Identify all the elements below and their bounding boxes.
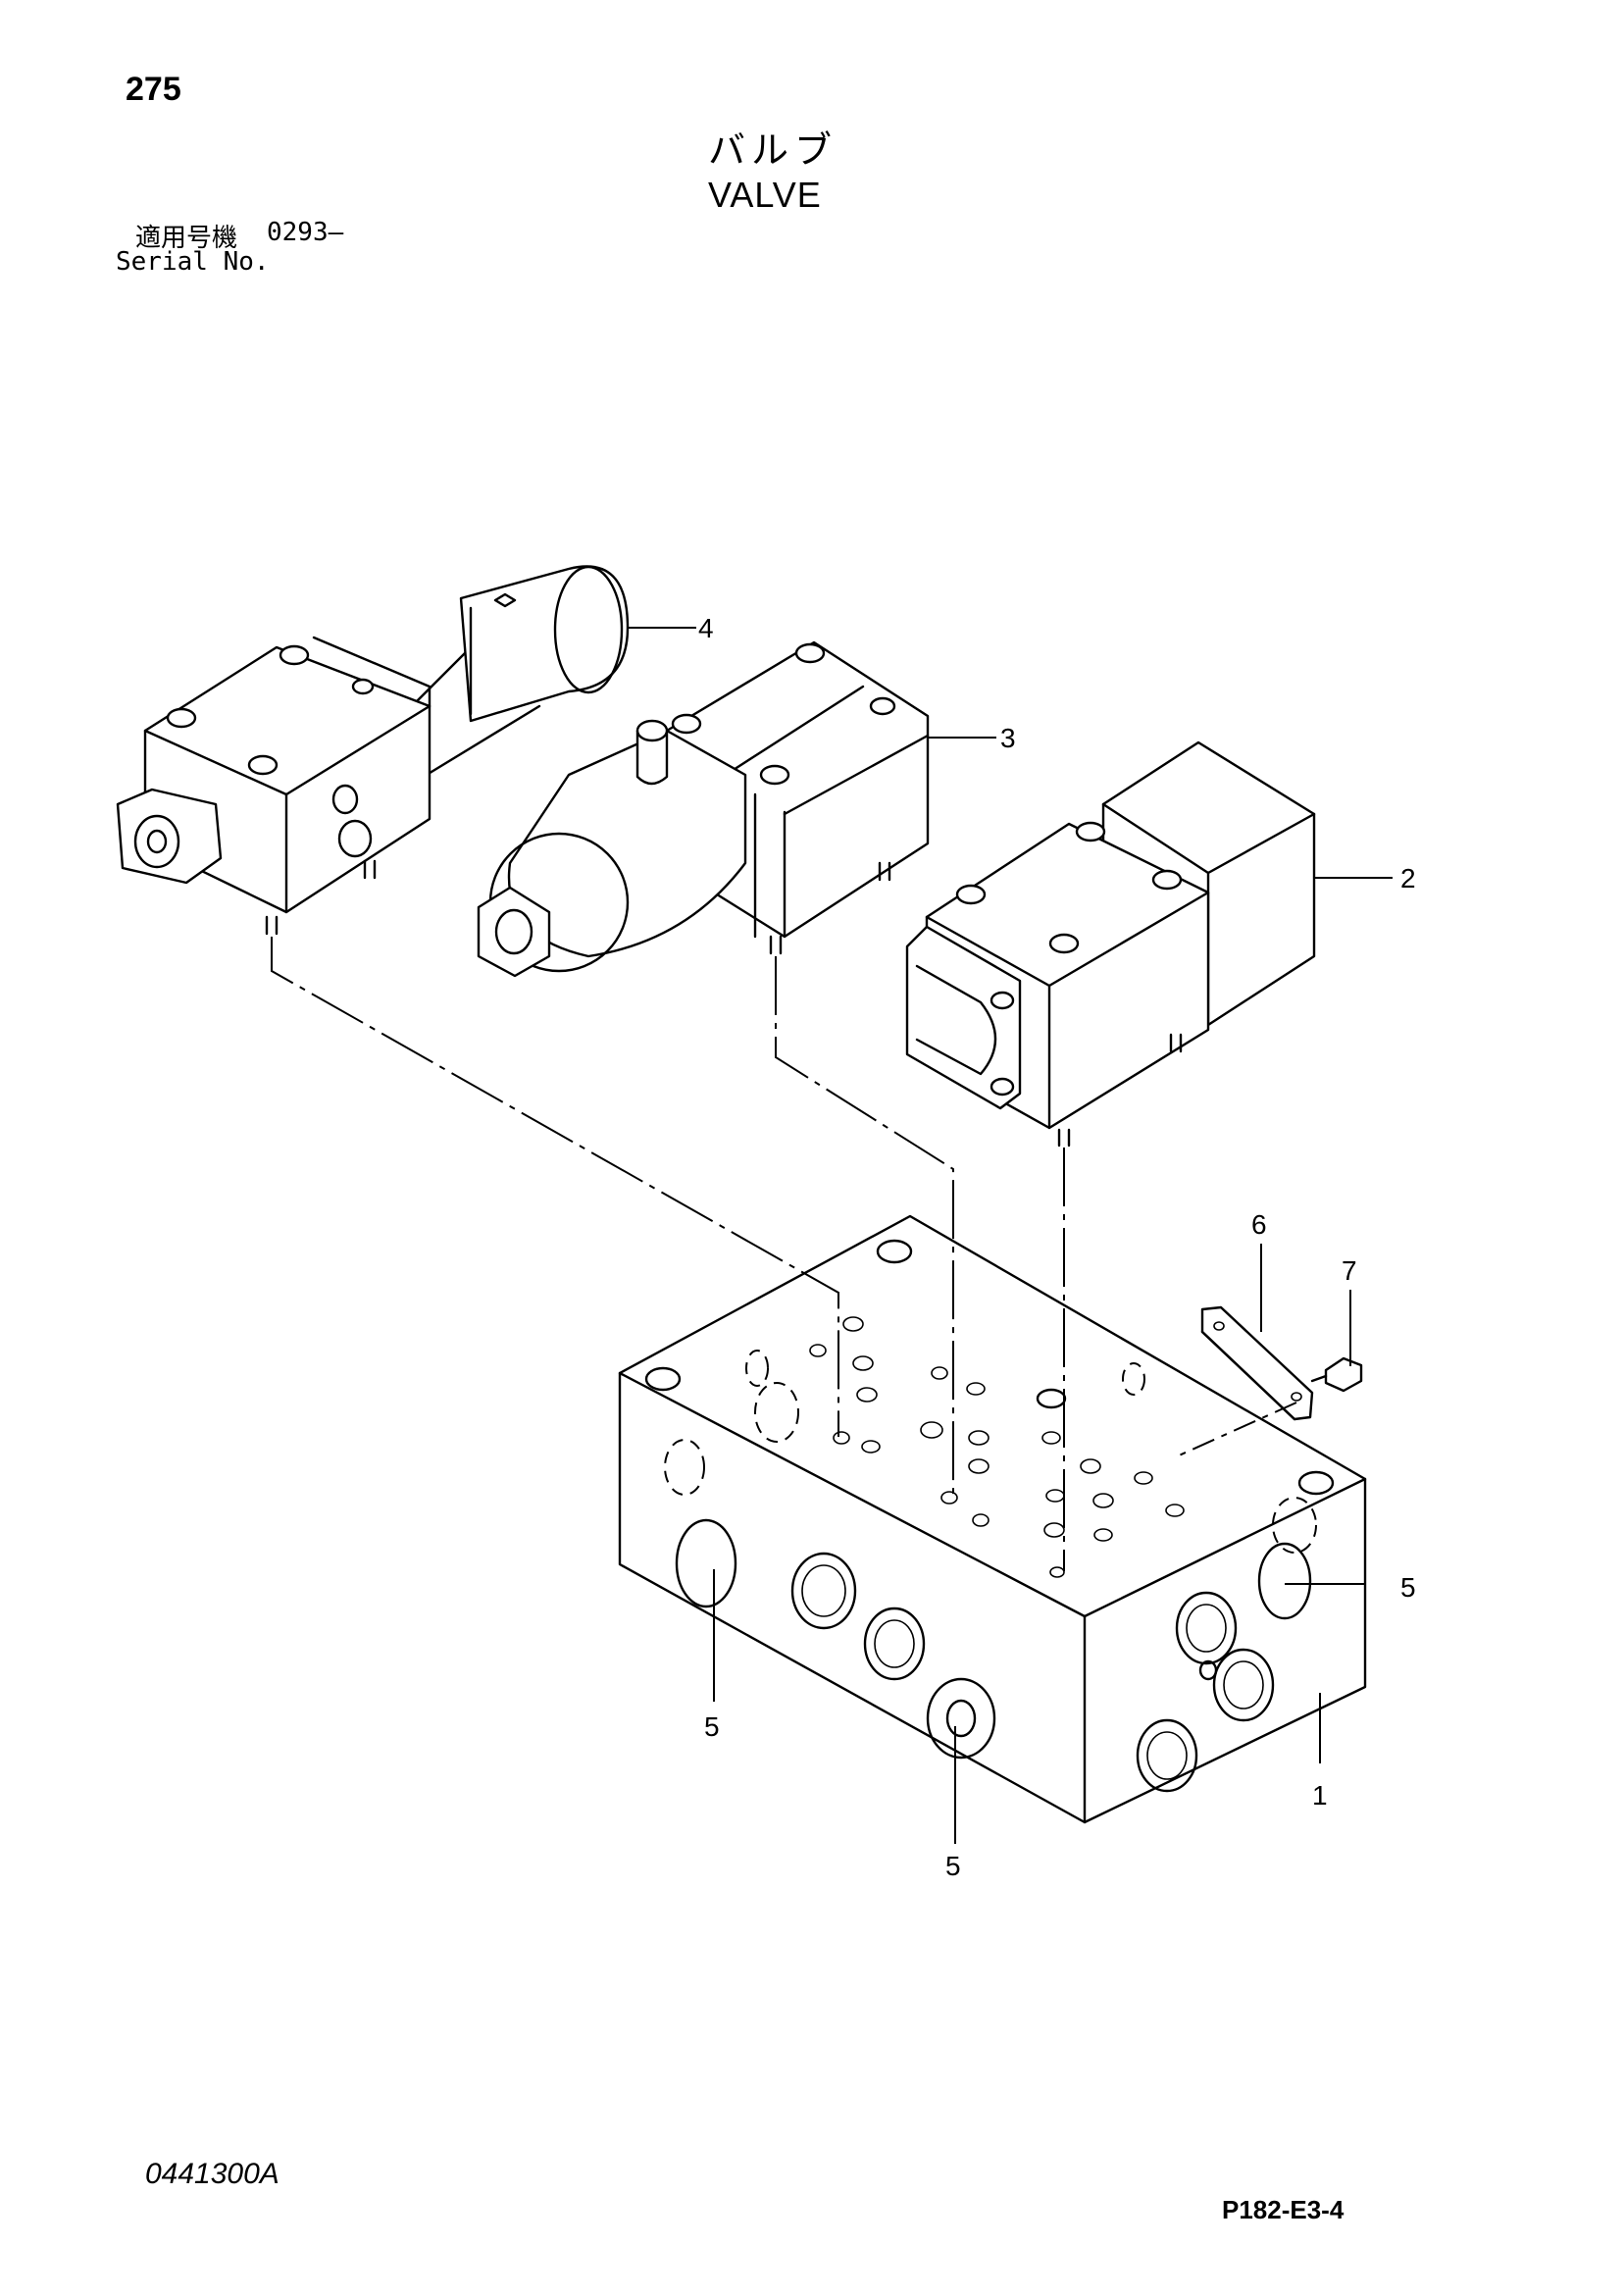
callout-2: 2 (1400, 863, 1416, 893)
valve-block-1 (618, 1214, 1367, 1824)
assembly-lines (271, 937, 1297, 1571)
serial-label: Serial No. (116, 247, 270, 277)
plate-6 (1200, 1305, 1314, 1421)
callout-5-right: 5 (1400, 1572, 1416, 1603)
callout-3: 3 (1000, 723, 1016, 753)
valve-4 (116, 565, 630, 936)
callout-4: 4 (698, 613, 714, 643)
screw-7 (1310, 1356, 1363, 1393)
page-code: P182-E3-4 (1222, 2195, 1345, 2224)
valve-2 (905, 740, 1316, 1148)
page-title-japanese: バルブ (708, 128, 838, 172)
callout-7: 7 (1342, 1255, 1357, 1286)
callout-6: 6 (1251, 1209, 1267, 1240)
page-title: VALVE (708, 175, 822, 215)
valve-3 (477, 640, 930, 978)
callout-1: 1 (1312, 1780, 1328, 1811)
drawing-code: 0441300A (145, 2158, 279, 2190)
leader-lines (628, 627, 1393, 1844)
serial-range: 0293– (267, 218, 344, 247)
callout-5-left: 5 (704, 1711, 720, 1742)
page-number: 275 (126, 71, 181, 108)
serial-label-japanese: 適用号機 (135, 224, 238, 253)
callout-5-bottom: 5 (945, 1851, 961, 1881)
